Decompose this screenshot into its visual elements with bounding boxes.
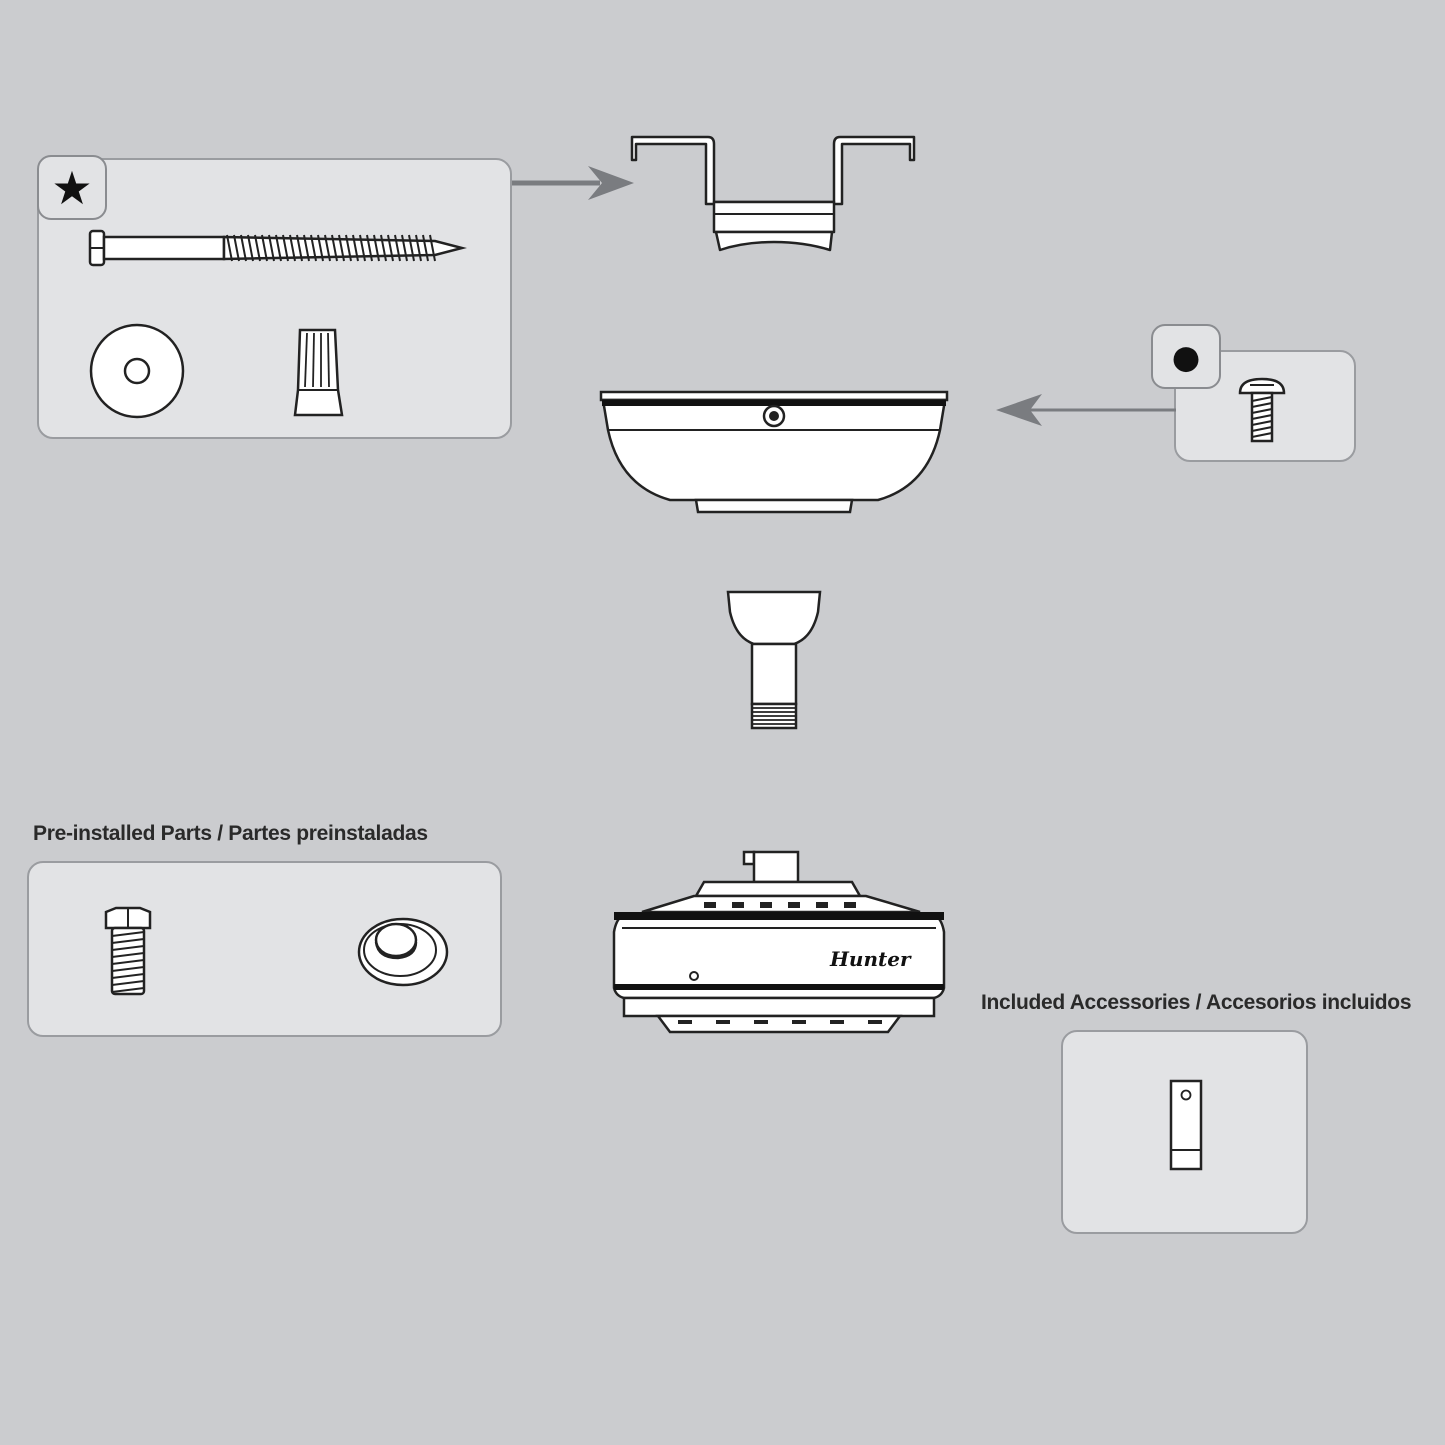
wire-connector-clip: [1169, 1079, 1203, 1171]
dot-icon: ●: [1168, 323, 1204, 389]
preinstalled-label: Pre-installed Parts / Partes preinstalad…: [33, 822, 428, 845]
canopy-screw: [1238, 377, 1286, 443]
dot-badge: ●: [1151, 324, 1221, 389]
fan-motor-housing: Hunter: [612, 850, 946, 1034]
lag-screw: [88, 229, 467, 267]
downrod-coupler: [726, 590, 822, 730]
hunter-logo: Hunter: [829, 947, 912, 971]
arrow-left: [996, 394, 1176, 426]
star-badge: ★: [37, 155, 107, 220]
wire-nut: [293, 328, 344, 417]
included-label: Included Accessories / Accesorios inclui…: [981, 991, 1412, 1014]
mounting-bracket: [630, 135, 916, 252]
washer: [89, 323, 185, 419]
canopy: [599, 390, 949, 514]
star-icon: ★: [51, 161, 93, 214]
arrow-right: [512, 166, 634, 200]
rubber-grommet: [357, 917, 449, 987]
hex-bolt: [104, 906, 152, 996]
